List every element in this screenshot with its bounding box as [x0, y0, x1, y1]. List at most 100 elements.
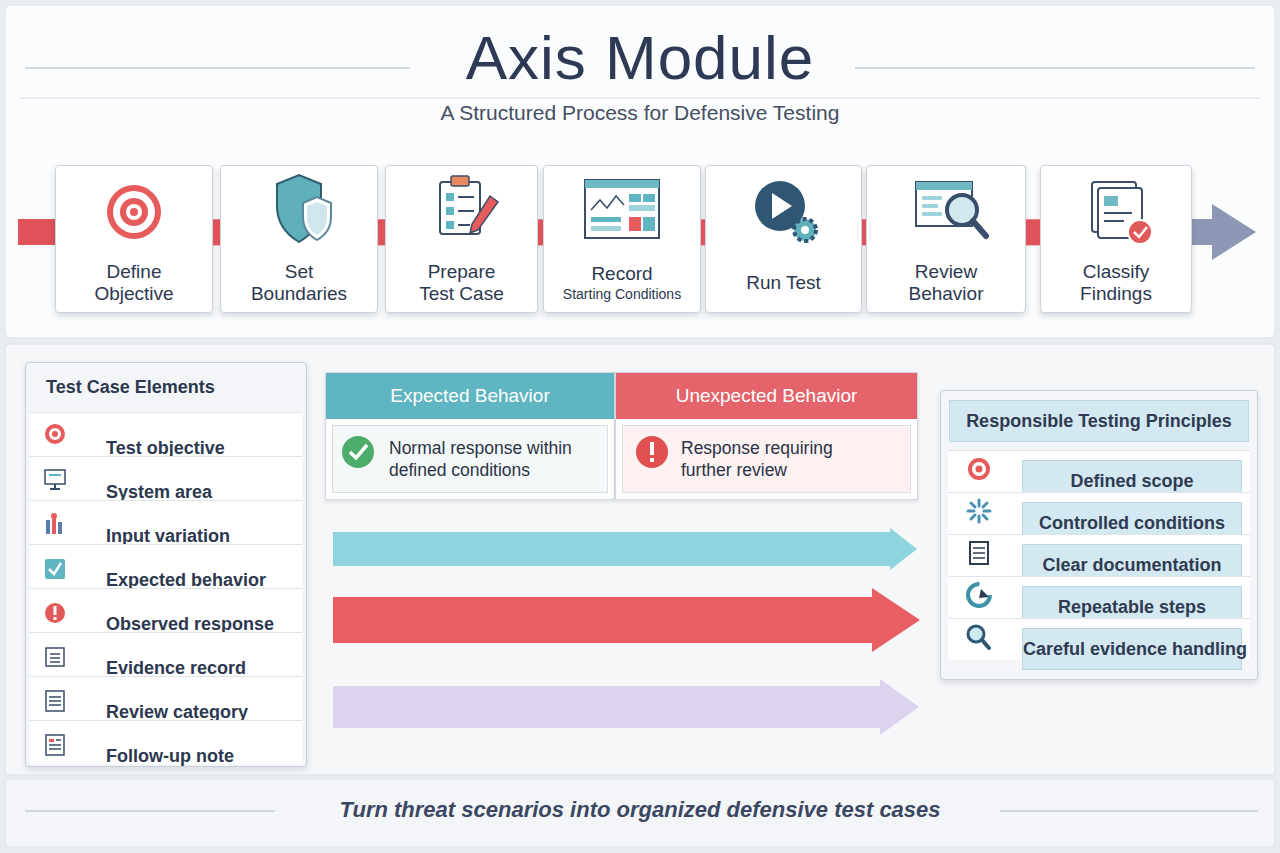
clipboard-icon	[458, 210, 474, 212]
principle-icon	[973, 557, 985, 559]
principle-icon	[968, 626, 984, 642]
target-icon	[113, 191, 155, 233]
flow-connector	[378, 219, 385, 245]
dashboard-icon	[591, 226, 621, 231]
shield-icon	[277, 175, 331, 242]
process-step: Set Boundaries	[220, 165, 378, 313]
section-panel	[5, 344, 1275, 775]
process-step: Define Objective	[55, 165, 213, 313]
dashboard-icon	[643, 194, 655, 202]
row-icon	[49, 563, 61, 574]
dashboard-icon	[643, 217, 655, 231]
principle-icon	[983, 503, 987, 507]
row-icon	[46, 691, 64, 711]
principle-icon	[972, 462, 986, 476]
list-row: System area	[30, 456, 302, 500]
inspect-icon	[922, 212, 942, 216]
row-icon	[50, 653, 60, 655]
row-icon	[49, 704, 61, 706]
process-step: Run Test	[705, 165, 862, 313]
status-icon	[350, 445, 367, 458]
dashboard-icon	[629, 194, 641, 202]
diagram-title: Axis Module	[0, 22, 1280, 93]
document-icon	[1128, 220, 1152, 244]
row-icon	[50, 657, 60, 659]
status-icon	[636, 436, 668, 468]
status-icon	[342, 436, 668, 468]
principle-icon	[968, 458, 990, 648]
document-icon	[1104, 196, 1118, 206]
target-icon	[126, 204, 142, 220]
principle-icon	[971, 515, 975, 519]
title-rule	[20, 97, 1260, 99]
title-rule	[20, 68, 1260, 811]
row-icon	[54, 606, 57, 615]
flow-connector	[1026, 219, 1040, 245]
principle-row: Clear documentation	[948, 534, 1250, 576]
row-icon	[45, 603, 65, 623]
node-label: Review Behavior	[867, 261, 1025, 305]
flow-arrow	[333, 588, 920, 652]
flow-arrow	[333, 679, 919, 735]
process-band	[18, 219, 58, 245]
row-icon	[50, 488, 60, 490]
row-icon	[49, 748, 61, 750]
dashboard-icon	[585, 180, 659, 188]
clipboard-icon	[440, 176, 498, 234]
inspect-icon	[922, 204, 938, 208]
subtitle: A Structured Process for Defensive Testi…	[0, 101, 1280, 125]
row-icon	[46, 648, 64, 666]
flow-connector	[538, 219, 543, 245]
shield-icon	[277, 175, 321, 242]
flow-connector	[213, 219, 220, 245]
title-rule	[25, 810, 275, 812]
principle-icon	[982, 640, 989, 648]
clipboard-icon	[458, 224, 470, 226]
process-step: Classify Findings	[1040, 165, 1192, 313]
node-label: Careful evidence handling	[1022, 628, 1242, 670]
row-icon	[58, 522, 62, 534]
node-label: Set Boundaries	[221, 261, 377, 305]
principle-icon	[978, 500, 981, 506]
document-icon	[1092, 182, 1136, 232]
dashboard-icon	[629, 217, 641, 231]
section-panel	[5, 5, 1275, 847]
row-icon	[49, 739, 54, 742]
row-icon	[51, 513, 57, 519]
process-step: RecordStarting Conditions	[543, 165, 701, 313]
inspect-icon	[916, 182, 972, 190]
node-label: Expected Behavior	[326, 373, 614, 419]
node-label: Define Objective	[56, 261, 212, 305]
play-icon	[801, 226, 809, 234]
flow-connector	[701, 219, 705, 245]
node-subtext: Starting Conditions	[559, 285, 685, 304]
flow-connector	[862, 219, 866, 245]
title-rule	[855, 67, 1255, 69]
dashboard-icon	[585, 180, 659, 238]
row-icon	[52, 515, 56, 534]
principle-row: Repeatable steps	[948, 576, 1250, 618]
row-icon	[52, 431, 58, 437]
row-icon	[49, 696, 61, 698]
node-subtext: Response requiring further review	[622, 425, 911, 493]
row-icon	[54, 484, 56, 488]
node-subtext: Normal response within defined condition…	[332, 425, 608, 493]
principle-row: Defined scope	[948, 450, 1250, 492]
row-icon	[49, 474, 61, 476]
principle-icon	[968, 510, 974, 513]
play-icon	[755, 181, 816, 241]
dashboard-icon	[591, 196, 624, 210]
status-icon	[650, 458, 654, 462]
row-icon	[49, 744, 61, 746]
row-icon	[45, 470, 65, 484]
principles-panel: Responsible Testing PrinciplesDefined sc…	[940, 390, 1258, 680]
node-label: Prepare Test Case	[386, 261, 537, 305]
document-icon	[1098, 188, 1142, 238]
process-step: Prepare Test Case	[385, 165, 538, 313]
principle-icon	[970, 542, 988, 564]
row-icon	[46, 735, 64, 755]
node-label: Follow-up note	[86, 721, 302, 778]
node-label: Responsible Testing Principles	[949, 400, 1249, 442]
clipboard-icon	[440, 182, 480, 234]
